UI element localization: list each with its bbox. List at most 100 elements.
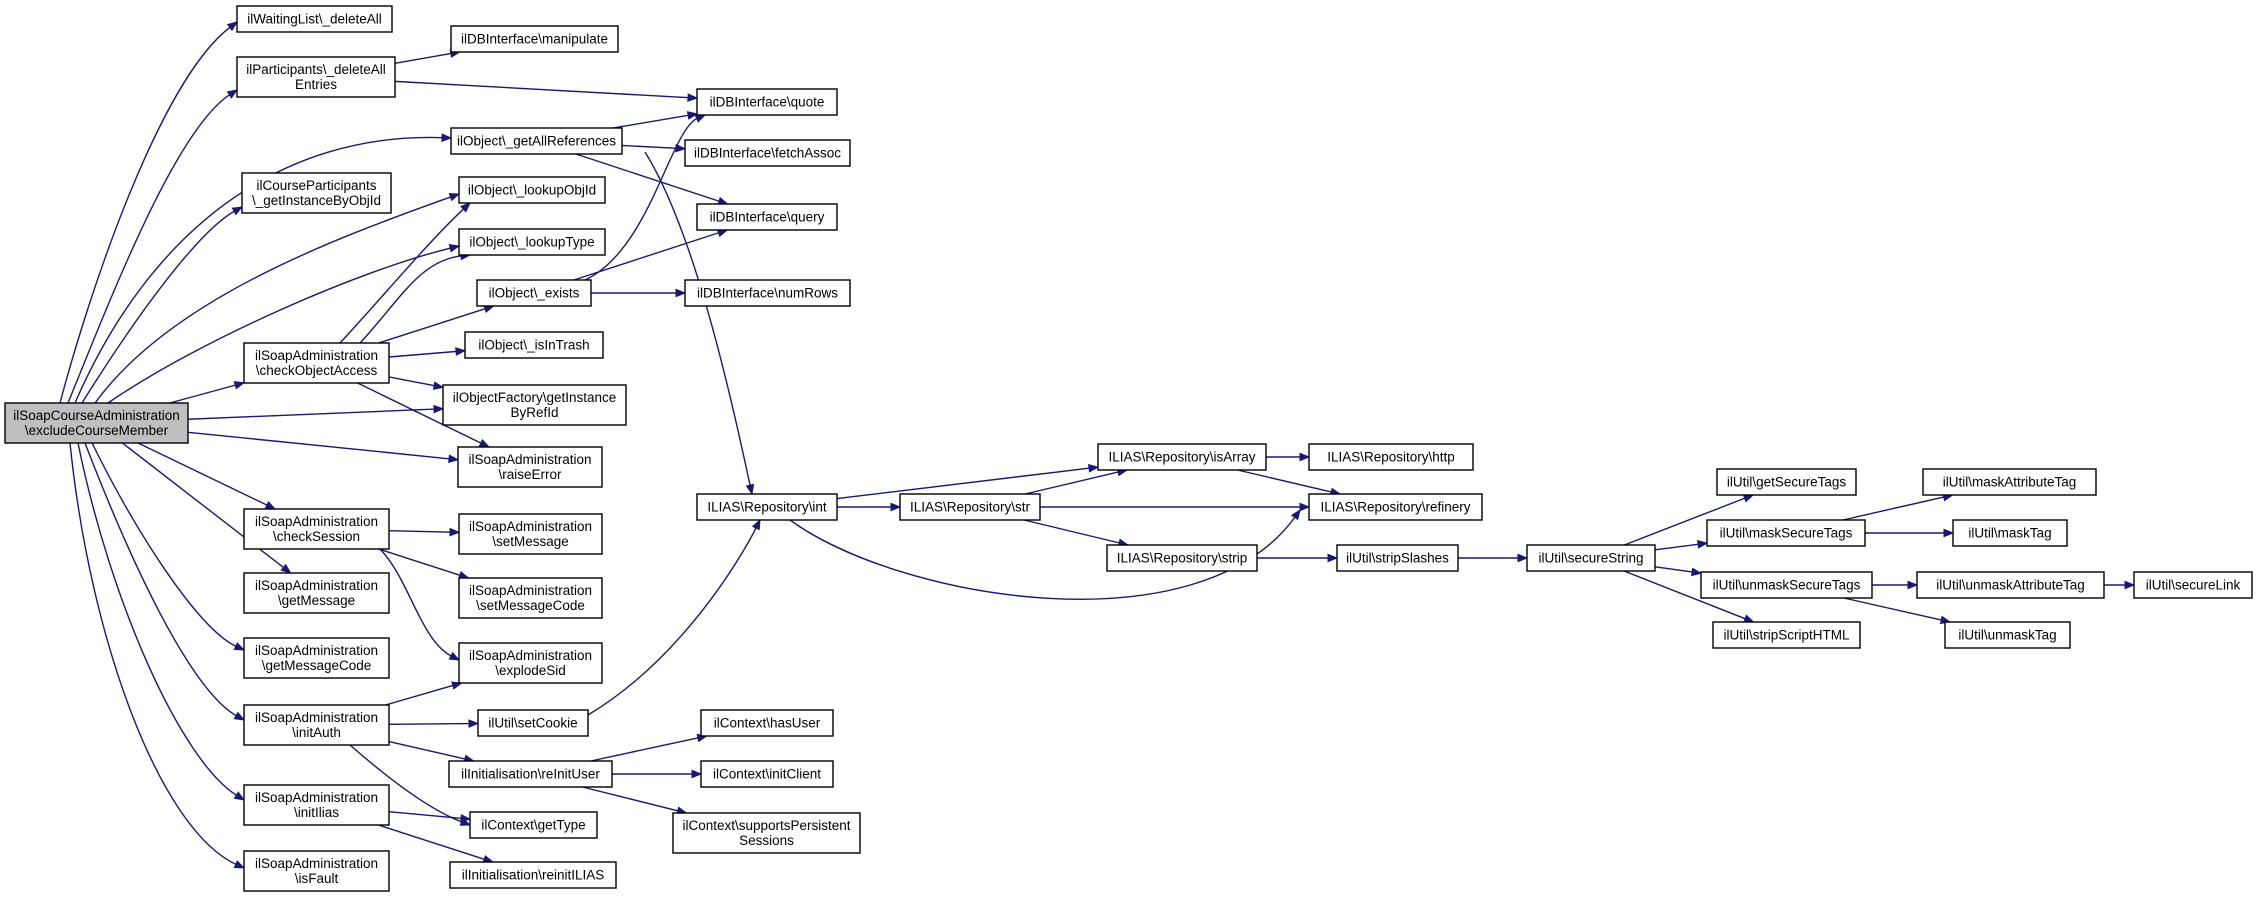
node-init-reInitUser[interactable]: ilInitialisation\reInitUser <box>448 760 613 788</box>
node-db-query[interactable]: ilDBInterface\query <box>696 203 838 231</box>
node-init-reInitUser-label-1: ilInitialisation\reInitUser <box>461 767 600 782</box>
edge-obj-getAllRefs-to-repo-int-arrowhead <box>745 483 755 496</box>
node-db-quote-label-1: ilDBInterface\quote <box>710 95 825 110</box>
node-obj-exists[interactable]: ilObject\_exists <box>476 279 592 307</box>
node-db-quote-box <box>696 88 838 116</box>
node-repo-int[interactable]: ILIAS\Repository\int <box>696 493 838 521</box>
node-sa-setMessageCode-label-1: ilSoapAdministration <box>469 583 592 598</box>
node-util-unmaskSecureTags-label-1: ilUtil\unmaskSecureTags <box>1713 578 1861 593</box>
node-util-stripSlashes-label-1: ilUtil\stripSlashes <box>1346 551 1449 566</box>
edge-util-unmaskAttributeTag-to-util-secureLink-arrowhead <box>2124 580 2136 590</box>
node-repo-int-box <box>696 493 838 521</box>
node-cp-getInstance[interactable]: ilCourseParticipants\_getInstanceByObjId <box>241 172 392 214</box>
edge-repo-str-to-repo-strip <box>1023 519 1130 547</box>
node-util-secureString[interactable]: ilUtil\secureString <box>1526 544 1656 572</box>
node-obj-isInTrash[interactable]: ilObject\_isInTrash <box>464 331 604 359</box>
node-util-maskAttributeTag[interactable]: ilUtil\maskAttributeTag <box>1922 468 2097 496</box>
node-util-maskSecureTags[interactable]: ilUtil\maskSecureTags <box>1706 519 1866 547</box>
node-obj-lookupObjId-box <box>458 176 606 204</box>
node-repo-isArray[interactable]: ILIAS\Repository\isArray <box>1097 443 1267 471</box>
node-part-deleteAll-label-2: Entries <box>295 77 337 92</box>
edge-util-secureString-to-util-getSecureTags-arrowhead <box>1742 494 1755 503</box>
node-util-getSecureTags[interactable]: ilUtil\getSecureTags <box>1716 468 1857 496</box>
edge-repo-isArray-to-repo-http-arrowhead <box>1299 452 1311 462</box>
node-db-fetchAssoc[interactable]: ilDBInterface\fetchAssoc <box>684 139 851 167</box>
edge-root-to-sa-checkObjectAccess-line <box>169 384 237 404</box>
node-sa-getMessage-label-2: \getMessage <box>278 593 355 608</box>
node-util-secureLink-box <box>2133 571 2253 599</box>
node-ctx-hasUser[interactable]: ilContext\hasUser <box>700 709 834 737</box>
node-util-unmaskTag[interactable]: ilUtil\unmaskTag <box>1944 621 2071 649</box>
node-sa-setMessageCode[interactable]: ilSoapAdministration\setMessageCode <box>458 577 603 619</box>
node-sa-getMessageCode[interactable]: ilSoapAdministration\getMessageCode <box>243 637 390 679</box>
edge-sa-checkSession-to-sa-setMessageCode-line <box>378 548 462 577</box>
node-obj-lookupType[interactable]: ilObject\_lookupType <box>458 228 606 256</box>
node-repo-http[interactable]: ILIAS\Repository\http <box>1308 443 1474 471</box>
edge-repo-strip-to-util-stripSlashes <box>1257 553 1339 563</box>
node-db-numRows[interactable]: ilDBInterface\numRows <box>684 279 851 307</box>
node-db-numRows-box <box>684 279 851 307</box>
edge-root-to-wl-deleteAll <box>59 21 239 404</box>
node-sa-initIlias[interactable]: ilSoapAdministration\initIlias <box>243 784 390 826</box>
edge-repo-int-to-repo-isArray-arrowhead <box>1088 463 1100 473</box>
node-root[interactable]: ilSoapCourseAdministration\excludeCourse… <box>4 402 189 444</box>
edge-root-to-sa-getMessageCode <box>91 442 246 651</box>
node-util-maskTag[interactable]: ilUtil\maskTag <box>1952 519 2068 547</box>
edge-root-to-obj-lookupType <box>107 244 461 404</box>
node-util-stripScriptHTML[interactable]: ilUtil\stripScriptHTML <box>1712 621 1861 649</box>
edge-root-to-obj-lookupObjId <box>94 193 461 404</box>
edge-part-deleteAll-to-db-quote-arrowhead <box>687 93 699 102</box>
node-repo-refinery[interactable]: ILIAS\Repository\refinery <box>1308 493 1483 521</box>
node-sa-checkSession[interactable]: ilSoapAdministration\checkSession <box>243 508 390 550</box>
node-obj-getAllRefs[interactable]: ilObject\_getAllReferences <box>450 127 623 155</box>
node-repo-http-box <box>1308 443 1474 471</box>
node-util-unmaskSecureTags[interactable]: ilUtil\unmaskSecureTags <box>1700 571 1873 599</box>
node-sa-isFault[interactable]: ilSoapAdministration\isFault <box>243 850 390 892</box>
node-init-reinitILIAS[interactable]: ilInitialisation\reinitILIAS <box>449 861 617 889</box>
node-wl-deleteAll-label-1: ilWaitingList\_deleteAll <box>247 12 382 27</box>
node-repo-strip[interactable]: ILIAS\Repository\strip <box>1106 544 1258 572</box>
edge-root-to-sa-initIlias <box>77 442 246 801</box>
node-sa-explodeSid[interactable]: ilSoapAdministration\explodeSid <box>458 642 603 684</box>
node-util-setCookie-label-1: ilUtil\setCookie <box>488 716 577 731</box>
edge-sa-checkObjectAccess-to-obj-lookupType <box>359 251 472 344</box>
edge-util-secureString-to-util-unmaskSecureTags-arrowhead <box>1690 567 1703 577</box>
edge-sa-checkObjectAccess-to-obj-isInTrash <box>388 347 467 358</box>
edge-util-secureString-to-util-maskSecureTags-line <box>1654 543 1700 551</box>
node-sa-initAuth[interactable]: ilSoapAdministration\initAuth <box>243 704 390 746</box>
node-db-fetchAssoc-box <box>684 139 851 167</box>
edge-root-to-cp-getInstance <box>81 206 244 404</box>
node-cp-getInstance-label-1: ilCourseParticipants <box>256 178 376 193</box>
edge-root-to-sa-isFault-line <box>69 442 238 866</box>
node-sa-setMessage[interactable]: ilSoapAdministration\setMessage <box>458 513 603 555</box>
node-sa-raiseError[interactable]: ilSoapAdministration\raiseError <box>457 446 603 488</box>
node-ctx-initClient[interactable]: ilContext\initClient <box>700 760 834 788</box>
node-sa-getMessageCode-label-2: \getMessageCode <box>262 658 372 673</box>
edge-sa-checkSession-to-sa-explodeSid <box>379 548 461 661</box>
node-repo-str[interactable]: ILIAS\Repository\str <box>899 493 1041 521</box>
edge-util-secureString-to-util-unmaskSecureTags-line <box>1654 566 1694 573</box>
node-repo-str-label-1: ILIAS\Repository\str <box>910 500 1031 515</box>
node-db-manipulate[interactable]: ilDBInterface\manipulate <box>450 25 619 53</box>
edge-repo-int-to-repo-str <box>837 502 902 512</box>
node-obj-lookupObjId[interactable]: ilObject\_lookupObjId <box>458 176 606 204</box>
node-wl-deleteAll[interactable]: ilWaitingList\_deleteAll <box>236 5 393 33</box>
node-util-setCookie[interactable]: ilUtil\setCookie <box>477 709 589 737</box>
node-sa-getMessage[interactable]: ilSoapAdministration\getMessage <box>243 572 390 614</box>
node-util-stripSlashes[interactable]: ilUtil\stripSlashes <box>1336 544 1459 572</box>
node-db-quote[interactable]: ilDBInterface\quote <box>696 88 838 116</box>
node-sa-isFault-box <box>243 850 390 892</box>
edge-part-deleteAll-to-db-manipulate <box>394 49 462 64</box>
node-ctx-getType[interactable]: ilContext\getType <box>469 811 598 839</box>
node-sa-setMessageCode-label-2: \setMessageCode <box>476 598 585 613</box>
edge-repo-str-to-repo-isArray-line <box>1024 471 1120 495</box>
edge-sa-checkObjectAccess-to-obj-exists-line <box>378 307 487 344</box>
node-sa-checkObjectAccess[interactable]: ilSoapAdministration\checkObjectAccess <box>243 342 390 384</box>
edge-sa-checkObjectAccess-to-sa-raiseError-arrowhead <box>478 438 491 448</box>
node-util-unmaskAttributeTag[interactable]: ilUtil\unmaskAttributeTag <box>1916 571 2105 599</box>
node-obj-isInTrash-box <box>464 331 604 359</box>
node-util-secureLink[interactable]: ilUtil\secureLink <box>2133 571 2253 599</box>
